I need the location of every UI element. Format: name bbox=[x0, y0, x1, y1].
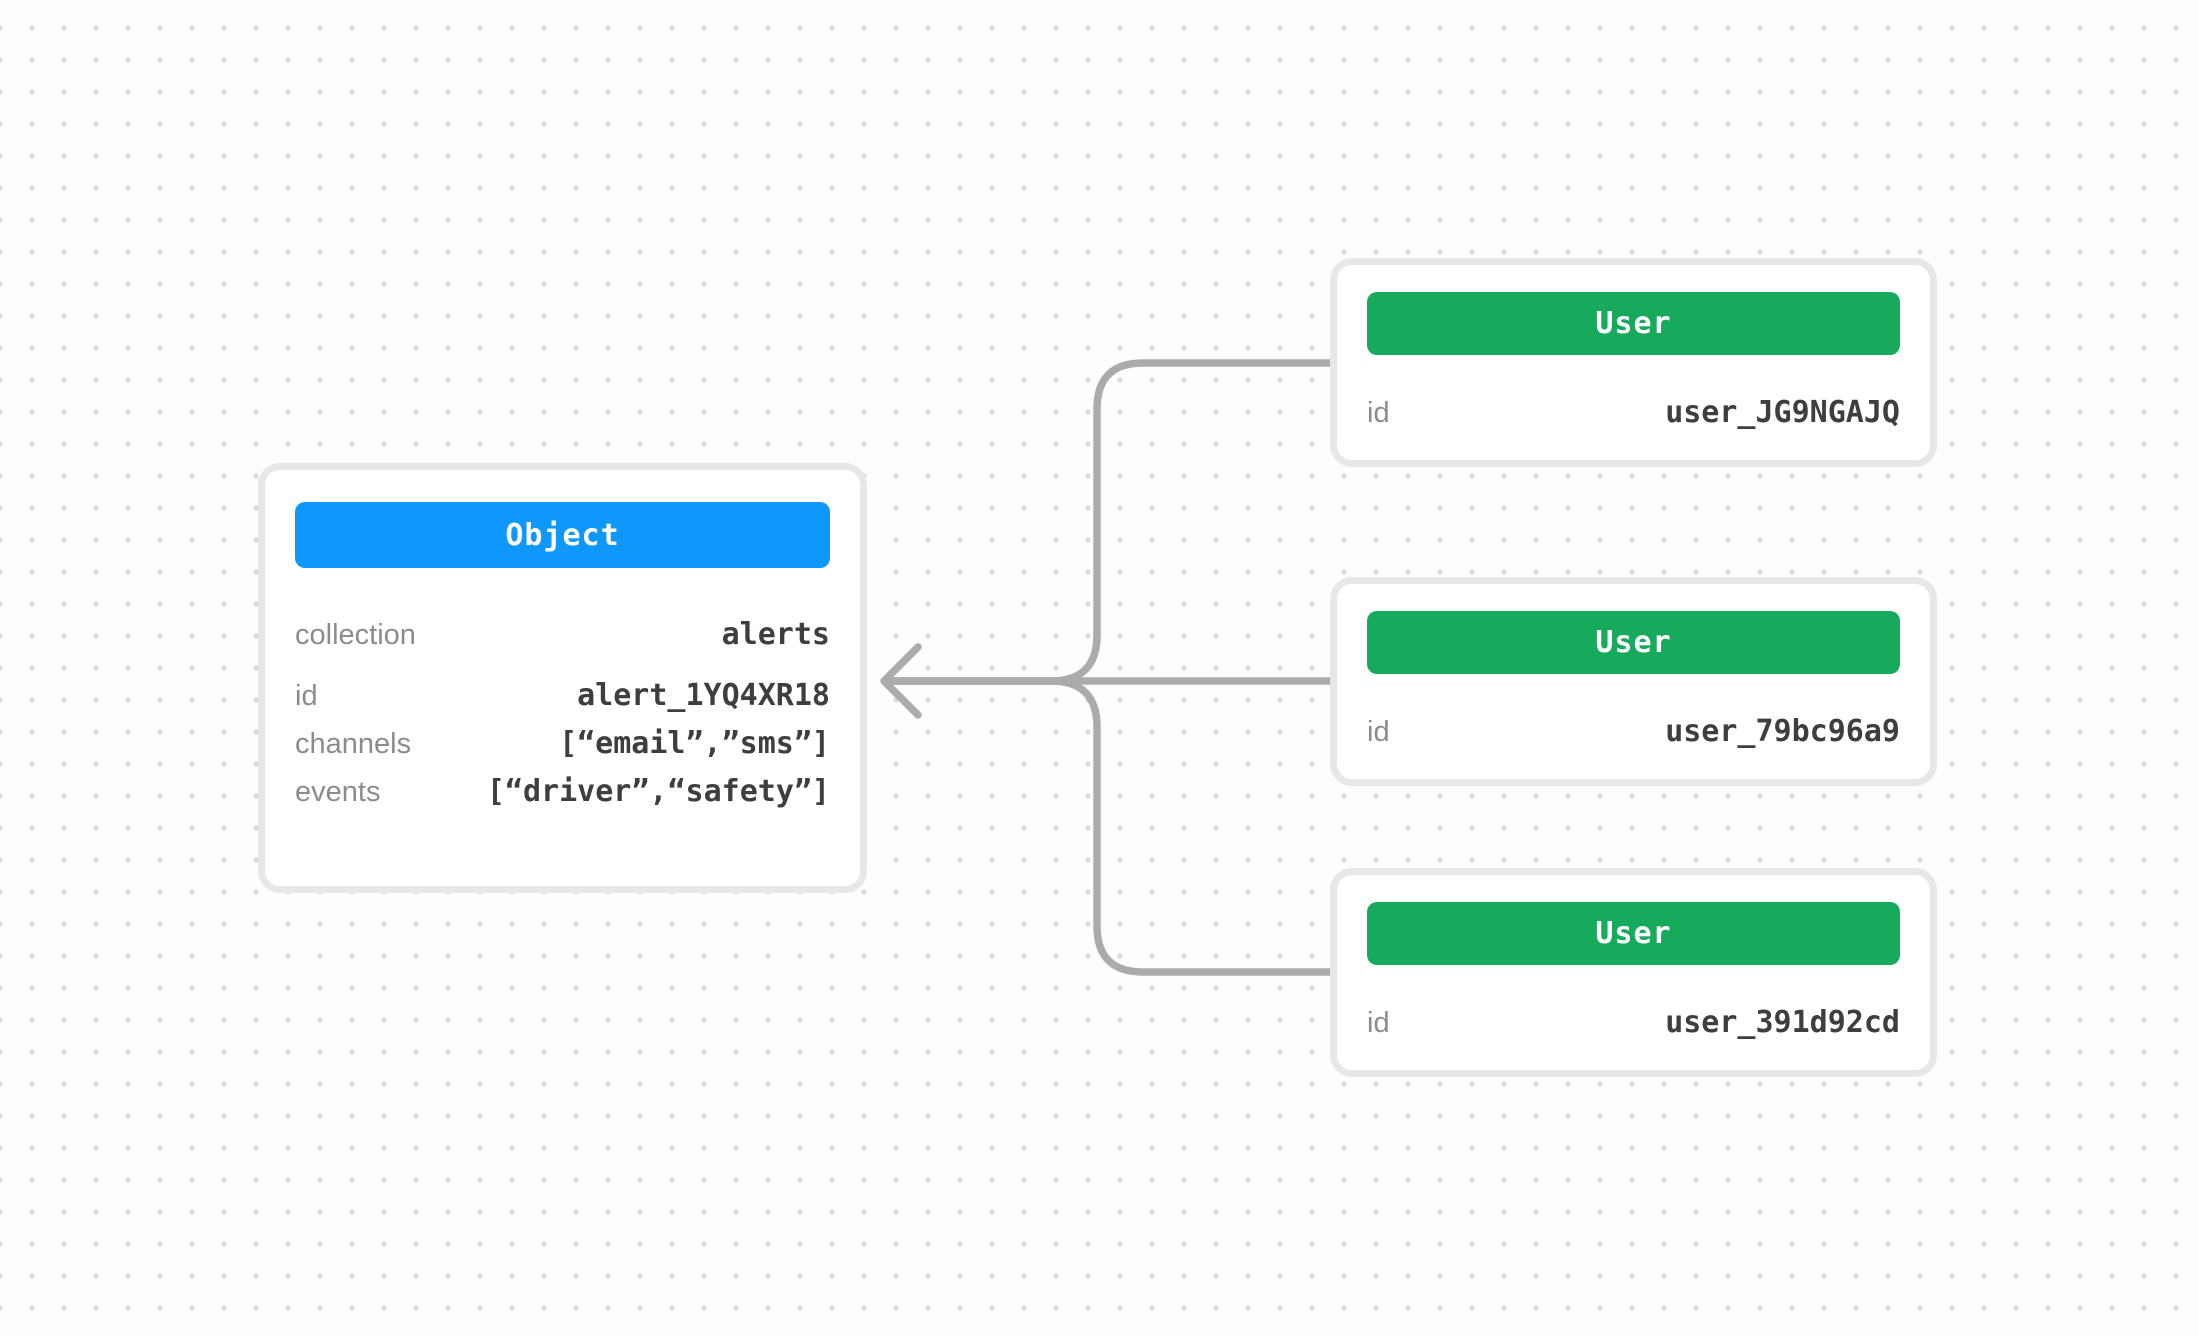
user-node-header: User bbox=[1367, 611, 1900, 674]
object-node-title: Object bbox=[505, 517, 620, 553]
edge-user1-to-object bbox=[882, 359, 1338, 685]
edge-user3-to-object bbox=[882, 677, 1338, 976]
user-node-header: User bbox=[1367, 902, 1900, 965]
field-label: collection bbox=[295, 619, 416, 651]
user-node-title: User bbox=[1595, 625, 1672, 660]
user-node-title: User bbox=[1595, 916, 1672, 951]
field-row-collection: collection alerts bbox=[295, 612, 830, 658]
user-node-card[interactable]: User id user_JG9NGAJQ bbox=[1330, 258, 1937, 467]
user-node-card[interactable]: User id user_79bc96a9 bbox=[1330, 577, 1937, 786]
field-label: id bbox=[1367, 397, 1390, 429]
field-label: id bbox=[295, 680, 318, 712]
object-node-card[interactable]: Object collection alerts id alert_1YQ4XR… bbox=[258, 463, 867, 893]
field-value: user_391d92cd bbox=[1665, 1005, 1900, 1040]
field-row-id: id user_391d92cd bbox=[1367, 1001, 1900, 1045]
field-value: [“email”,”sms”] bbox=[559, 726, 830, 761]
field-label: channels bbox=[295, 728, 412, 760]
arrowhead-left-icon bbox=[880, 643, 922, 719]
user-node-header: User bbox=[1367, 292, 1900, 355]
field-row-events: events [“driver”,“safety”] bbox=[295, 768, 830, 816]
user-node-card[interactable]: User id user_391d92cd bbox=[1330, 868, 1937, 1077]
field-value: user_79bc96a9 bbox=[1665, 714, 1900, 749]
field-value: alert_1YQ4XR18 bbox=[577, 678, 830, 713]
field-value: [“driver”,“safety”] bbox=[486, 774, 830, 809]
field-row-id: id user_79bc96a9 bbox=[1367, 710, 1900, 754]
object-node-header: Object bbox=[295, 502, 830, 568]
field-row-id: id user_JG9NGAJQ bbox=[1367, 391, 1900, 435]
field-row-id: id alert_1YQ4XR18 bbox=[295, 672, 830, 720]
field-value: user_JG9NGAJQ bbox=[1665, 395, 1900, 430]
field-label: id bbox=[1367, 716, 1390, 748]
field-label: events bbox=[295, 776, 381, 808]
field-label: id bbox=[1367, 1007, 1390, 1039]
field-value: alerts bbox=[721, 617, 830, 652]
field-row-channels: channels [“email”,”sms”] bbox=[295, 720, 830, 768]
user-node-title: User bbox=[1595, 306, 1672, 341]
